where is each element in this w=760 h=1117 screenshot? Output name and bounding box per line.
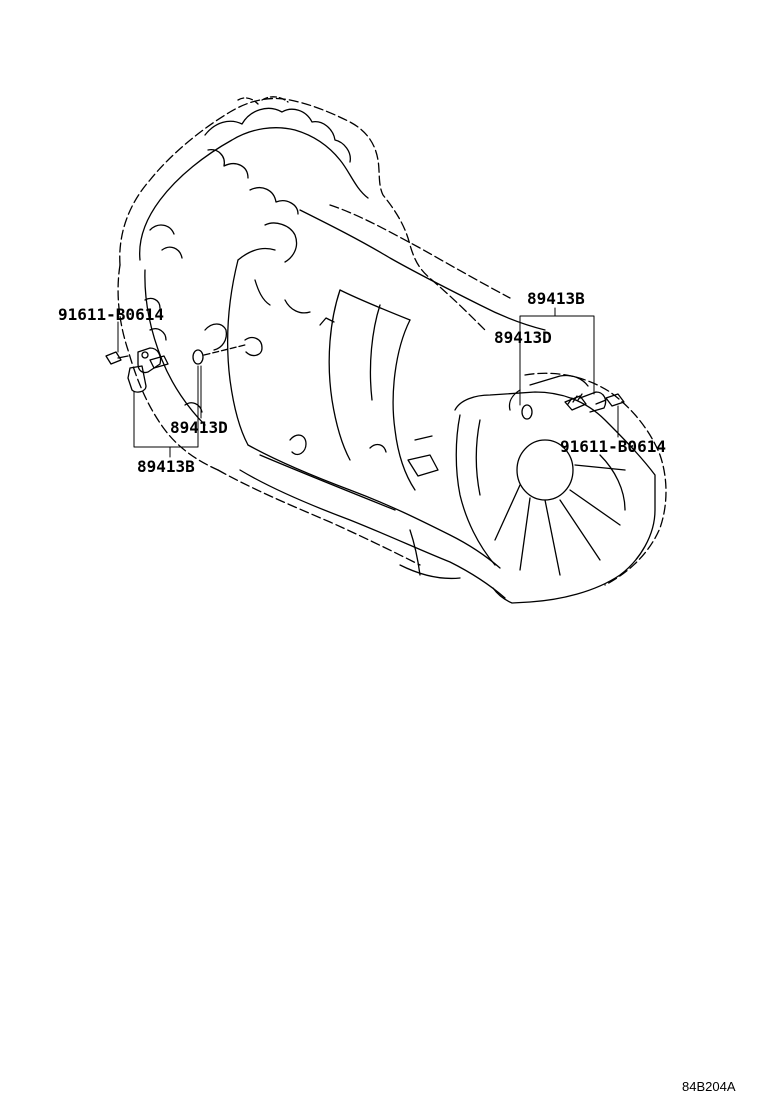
callout-bolt-right: 91611-B0614 [560,437,666,456]
leader-lines [117,307,619,458]
speed-sensor-left [127,347,169,393]
bolt-icon [105,351,129,365]
diagram-code: 84B204A [682,1079,736,1094]
callout-oring-left: 89413D [170,418,228,437]
transmission-case-outline [117,96,667,604]
o-ring-icon [192,337,263,365]
bolt-icon [595,393,625,407]
callout-bolt-left: 91611-B0614 [58,305,164,324]
callout-sensor-right: 89413B [527,289,585,308]
callout-oring-right: 89413D [494,328,552,347]
callout-sensor-left: 89413B [137,457,195,476]
speed-sensor-right [564,391,607,413]
o-ring-icon [521,404,533,420]
